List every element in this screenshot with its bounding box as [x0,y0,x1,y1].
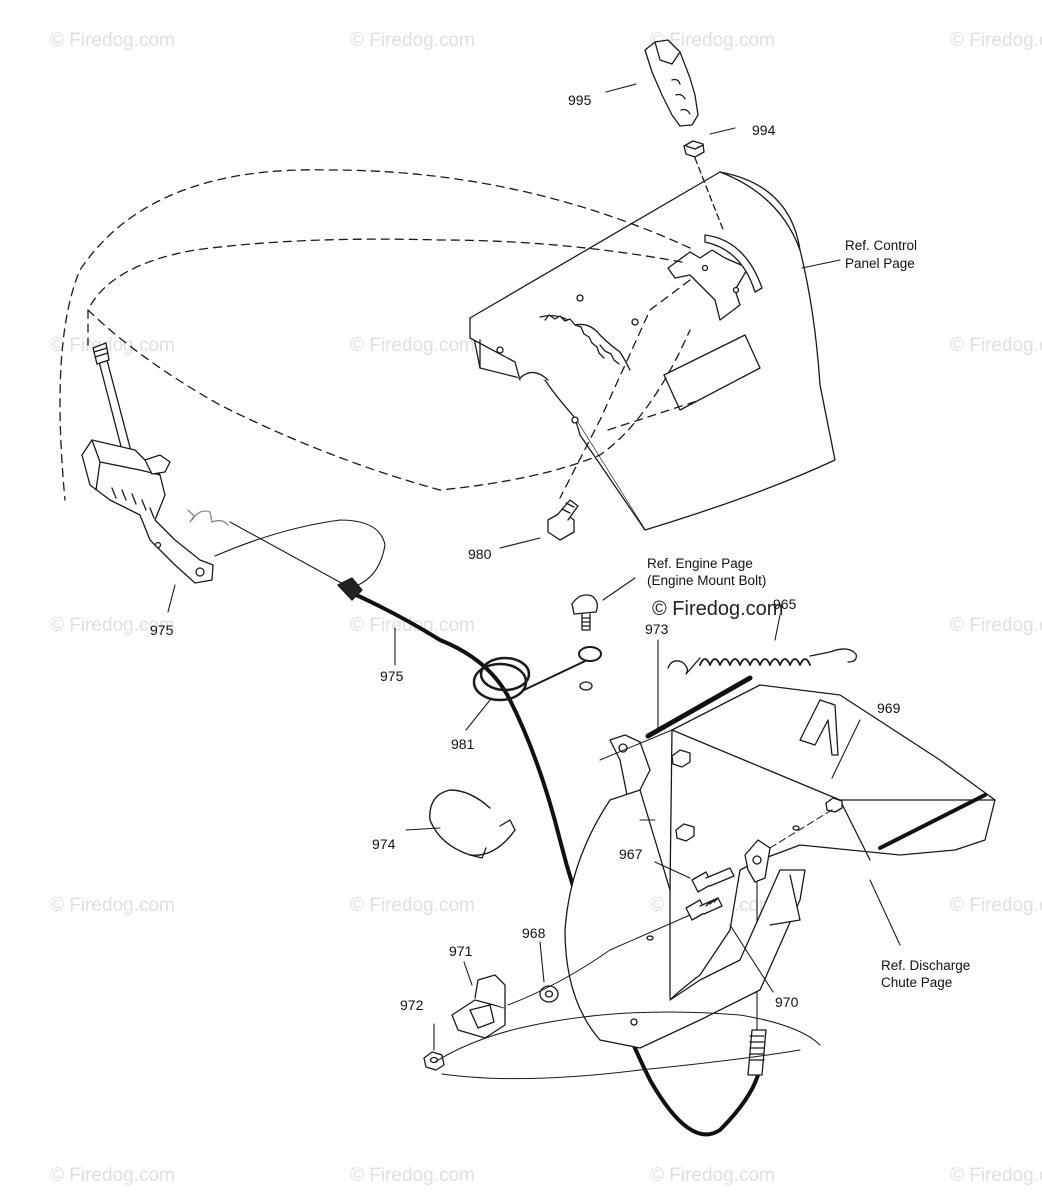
ref-control-panel-line2: Panel Page [845,256,915,271]
washer [539,985,559,1003]
callout-981: 981 [451,736,475,752]
leader-lines [167,83,901,1051]
callout-974: 974 [372,836,396,852]
watermark: © Firedog.com [650,30,775,51]
handle-grip [644,39,699,127]
callout-973: 973 [645,621,669,637]
retaining-ring [429,789,516,859]
ref-chute-line2: Chute Page [881,975,953,990]
nut-972 [423,1051,445,1071]
bolt [547,499,579,541]
ref-engine-line1: Ref. Engine Page [647,556,753,571]
ref-control-panel-line1: Ref. Control [845,238,918,253]
watermark-main: © Firedog.com [652,598,784,620]
callout-967: 967 [619,846,643,862]
callout-968: 968 [522,925,546,941]
callout-970: 970 [775,994,799,1010]
watermark: © Firedog.com [350,30,475,51]
callout-972: 972 [400,997,424,1013]
watermark: © Firedog.com [50,895,175,916]
callout-969: 969 [877,700,901,716]
spring [667,648,857,675]
watermark: © Firedog.com [950,895,1042,916]
watermark: © Firedog.com [950,615,1042,636]
control-panel [469,171,836,531]
ref-chute-line1: Ref. Discharge [881,958,971,973]
clip [451,974,506,1039]
watermark: © Firedog.com [350,895,475,916]
callout-994: 994 [752,122,776,138]
bolts [685,867,735,921]
shift-lever [81,342,214,584]
watermark: © Firedog.com [950,335,1042,356]
callout-971: 971 [449,943,473,959]
watermark: © Firedog.com [950,1165,1042,1186]
callout-965: 965 [773,596,797,612]
watermark: © Firedog.com [50,1165,175,1186]
callout-980: 980 [468,546,492,562]
callout-975-cable: 975 [380,668,404,684]
ref-engine-line2: (Engine Mount Bolt) [647,573,767,588]
watermark: © Firedog.com [950,30,1042,51]
nut [683,140,705,158]
watermark: © Firedog.com [650,1165,775,1186]
watermark: © Firedog.com [350,1165,475,1186]
watermark: © Firedog.com [50,615,175,636]
watermark: © Firedog.com [350,335,475,356]
callout-995: 995 [568,92,592,108]
watermark: © Firedog.com [50,335,175,356]
watermark: © Firedog.com [50,30,175,51]
engine-bolt [571,594,602,691]
callout-975-lever: 975 [150,622,174,638]
chute-assembly [564,684,996,1049]
